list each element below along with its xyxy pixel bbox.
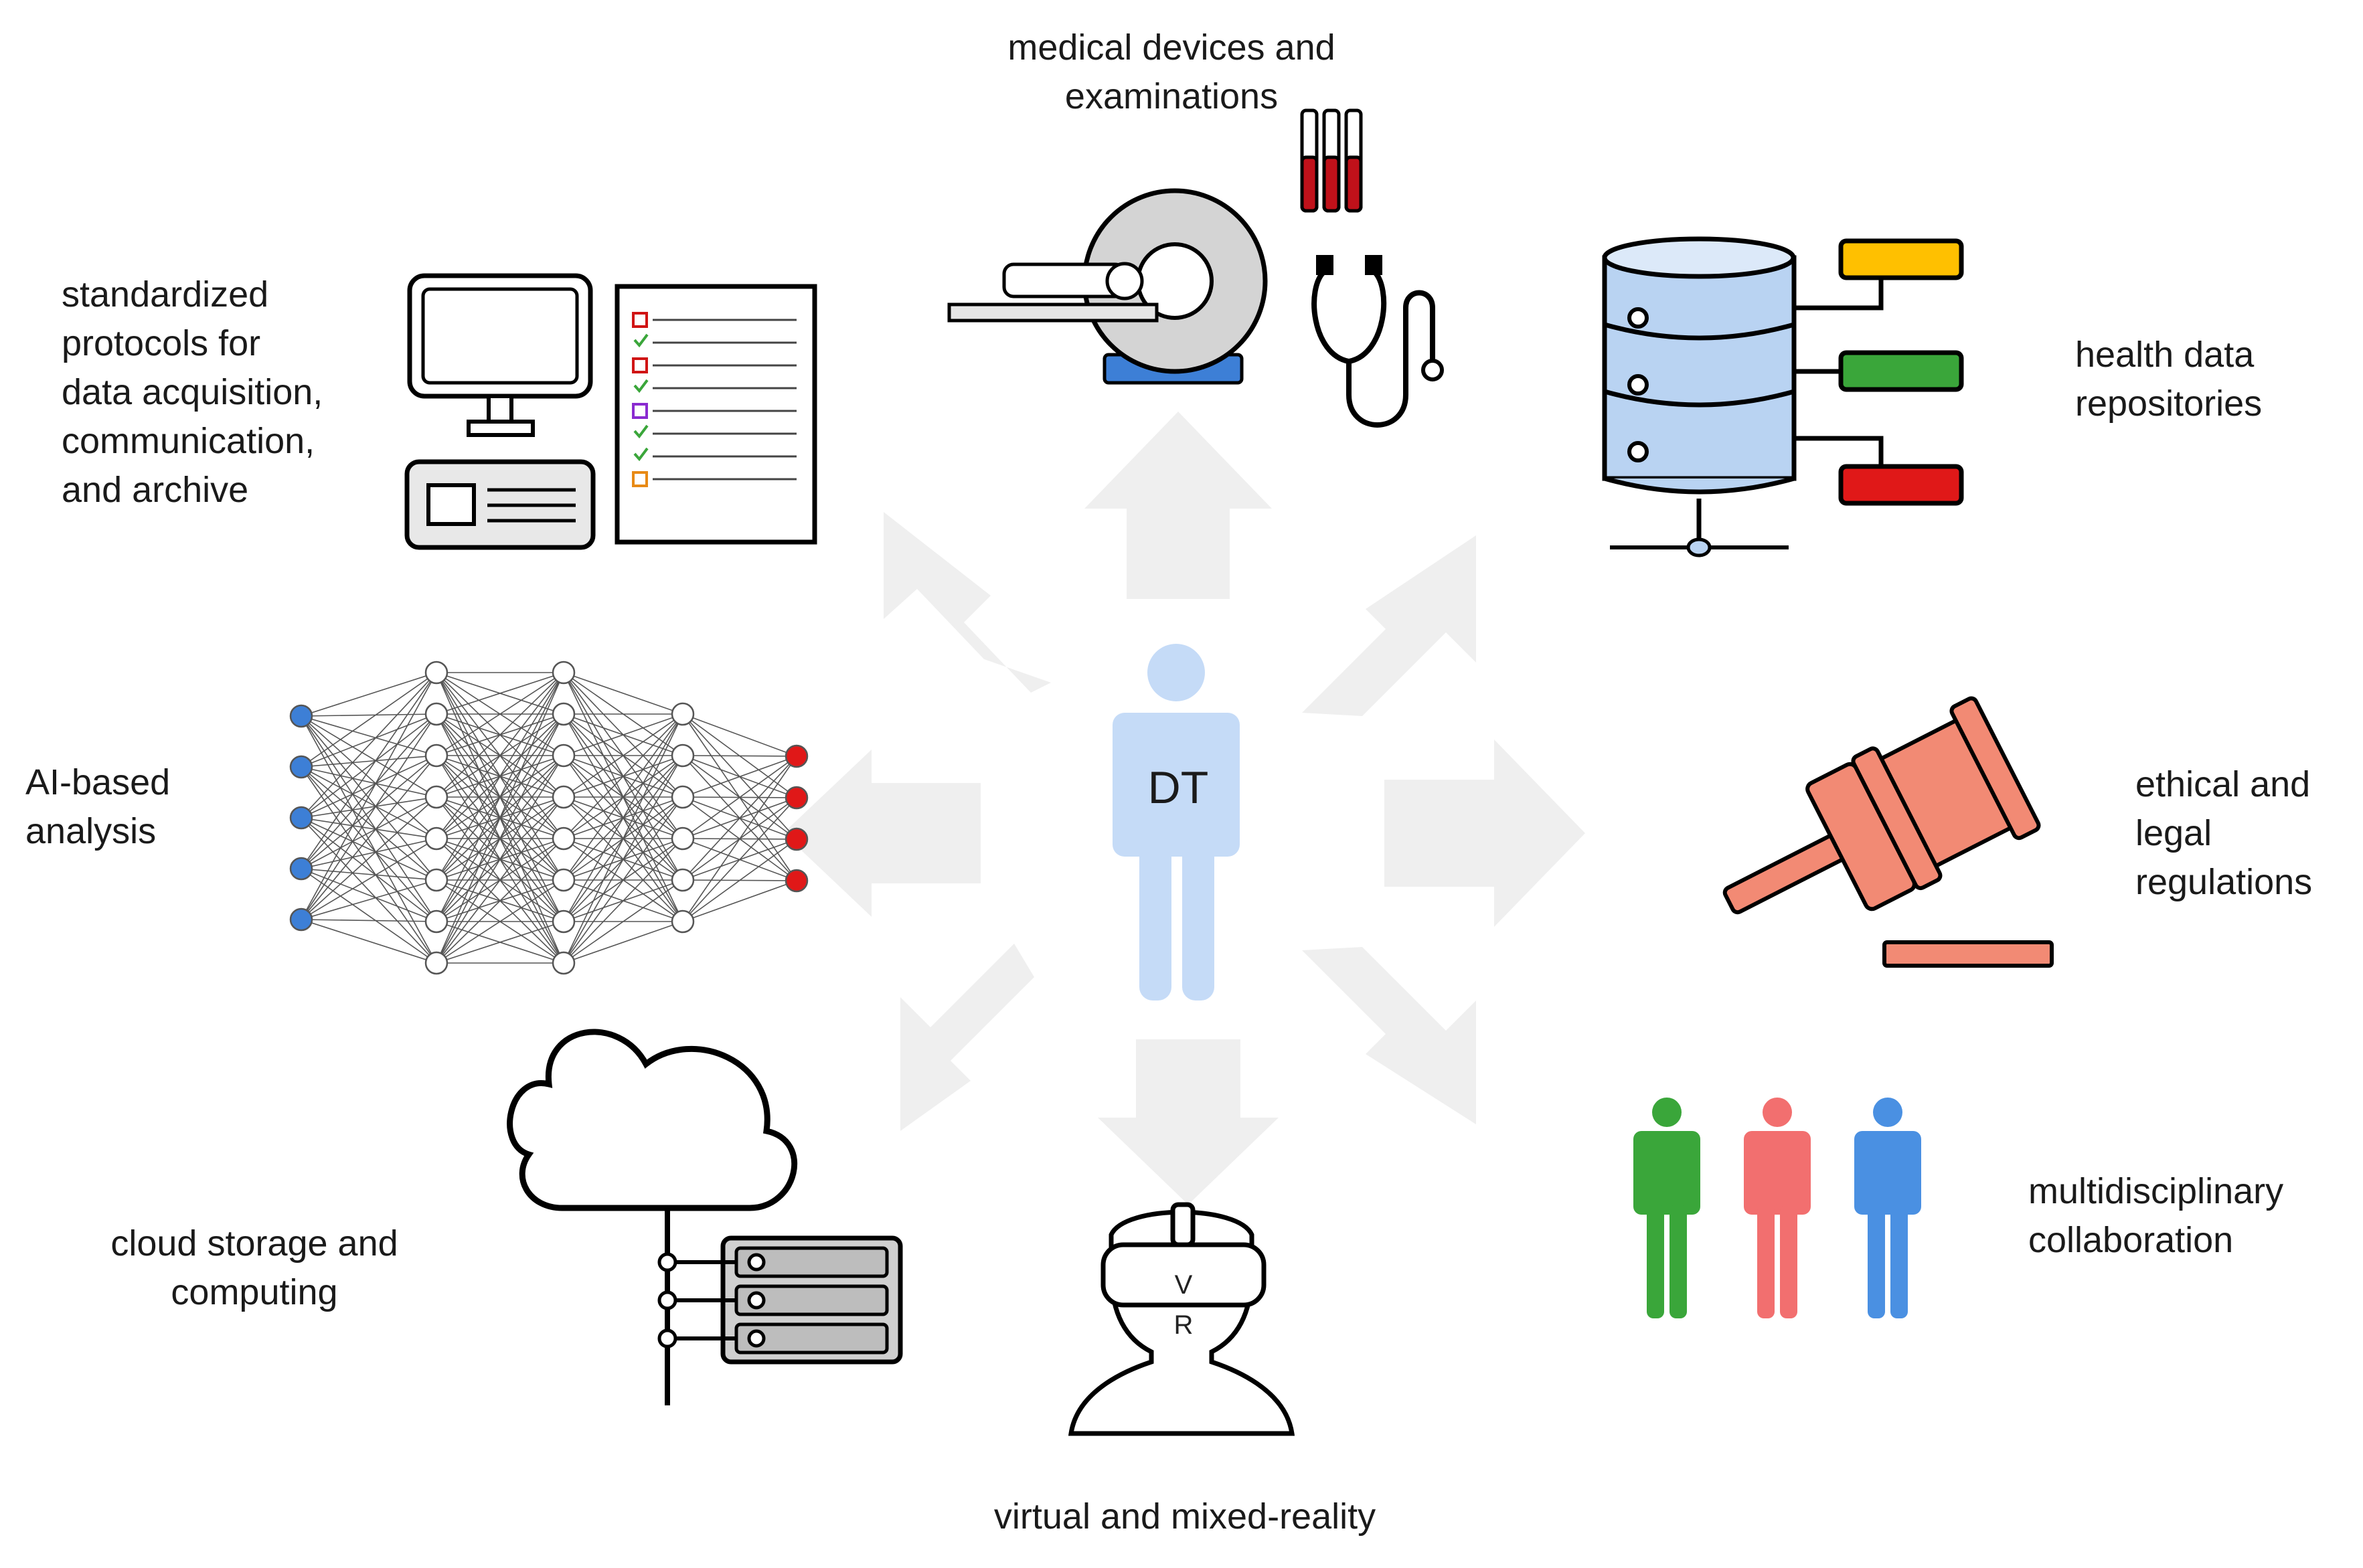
ct-scanner-icon — [947, 188, 1268, 385]
computer-icon — [404, 273, 596, 550]
label-protocols: standardized protocols for data acquisit… — [62, 270, 323, 515]
vr-letter-v: V — [1175, 1270, 1193, 1300]
collaborator-green-icon — [1633, 1098, 1700, 1318]
nn-connections — [301, 672, 797, 964]
nn-node — [785, 869, 809, 893]
nn-node — [289, 907, 313, 932]
vr-letter-r: R — [1174, 1310, 1194, 1340]
label-cloud-line2: computing — [171, 1272, 338, 1312]
arrow-lower-right — [1302, 947, 1476, 1124]
arrow-left — [783, 750, 981, 917]
nn-node — [785, 744, 809, 768]
nn-node — [424, 661, 449, 685]
nn-node — [785, 786, 809, 810]
nn-node — [424, 868, 449, 892]
label-medical-devices: medical devices and examinations — [984, 23, 1359, 121]
nn-node — [424, 785, 449, 809]
nn-node — [424, 826, 449, 851]
nn-node — [552, 826, 576, 851]
nn-node — [671, 868, 695, 892]
tag-green — [1838, 350, 1964, 392]
nn-node — [552, 868, 576, 892]
nn-node — [289, 704, 313, 728]
server-icon — [657, 1208, 903, 1405]
nn-node — [671, 702, 695, 726]
database-icon — [1602, 236, 1884, 557]
tag-red — [1838, 464, 1964, 506]
nn-node — [552, 702, 576, 726]
label-medical-line2: examinations — [1064, 76, 1279, 116]
label-ai-analysis: AI-based analysis — [25, 758, 170, 856]
label-ethical-legal: ethical and legal regulations — [2135, 760, 2312, 907]
label-ai-line1: AI-based — [25, 762, 171, 802]
nn-node — [785, 827, 809, 851]
label-cloud-line1: cloud storage and — [110, 1223, 398, 1264]
vr-headset-icon — [1068, 1202, 1295, 1436]
stethoscope-icon — [1311, 255, 1444, 428]
tag-yellow — [1838, 238, 1964, 280]
collaborator-blue-icon — [1854, 1098, 1921, 1318]
nn-node — [424, 702, 449, 726]
label-repositories-line1: health data — [2075, 335, 2255, 375]
arrow-upper-left — [884, 512, 1051, 693]
test-tubes-icon — [1300, 108, 1363, 213]
label-collab-line2: collaboration — [2028, 1220, 2234, 1260]
arrow-down — [1098, 1039, 1279, 1205]
label-virtual-mixed-reality: virtual and mixed-reality — [904, 1492, 1466, 1541]
nn-node — [671, 909, 695, 934]
nn-node — [289, 857, 313, 881]
nn-node — [671, 744, 695, 768]
arrow-up — [1084, 412, 1272, 599]
label-vr-line1: virtual and mixed-reality — [993, 1496, 1376, 1537]
gavel-icon — [1722, 696, 2054, 968]
nn-node — [289, 806, 313, 830]
cloud-icon — [507, 1029, 798, 1211]
nn-node — [671, 785, 695, 809]
label-ai-line2: analysis — [25, 811, 157, 851]
label-protocols-line4: communication, — [62, 421, 315, 461]
label-ethical-line3: regulations — [2135, 862, 2313, 902]
nn-node — [424, 744, 449, 768]
arrow-upper-right — [1302, 535, 1476, 716]
nn-node — [552, 785, 576, 809]
label-protocols-line5: and archive — [62, 470, 249, 510]
nn-node — [552, 744, 576, 768]
label-cloud-storage: cloud storage and computing — [74, 1219, 435, 1317]
label-health-data-repositories: health data repositories — [2075, 331, 2262, 428]
label-protocols-line1: standardized — [62, 274, 269, 315]
nn-node — [671, 826, 695, 851]
neural-network-icon — [289, 661, 809, 975]
label-protocols-line3: data acquisition, — [62, 372, 323, 412]
label-ethical-line1: ethical and — [2135, 764, 2311, 804]
nn-node — [424, 909, 449, 934]
arrows — [783, 412, 1585, 1205]
nn-node — [424, 951, 449, 975]
collaborator-red-icon — [1744, 1098, 1811, 1318]
database-tags — [1838, 238, 1964, 506]
label-protocols-line2: protocols for — [62, 323, 261, 363]
arrow-right — [1384, 739, 1585, 927]
label-collab-line1: multidisciplinary — [2028, 1171, 2284, 1211]
label-medical-line1: medical devices and — [1007, 27, 1335, 68]
nn-node — [289, 755, 313, 779]
arrow-lower-left — [900, 944, 1034, 1131]
nn-node — [552, 661, 576, 685]
center-label: DT — [1148, 762, 1209, 813]
label-ethical-line2: legal — [2135, 813, 2212, 853]
checklist-icon — [615, 284, 817, 545]
label-repositories-line2: repositories — [2075, 383, 2263, 424]
label-multidisciplinary: multidisciplinary collaboration — [2028, 1167, 2283, 1265]
central-person-icon — [1113, 644, 1240, 1000]
nn-node — [552, 909, 576, 934]
nn-node — [552, 951, 576, 975]
